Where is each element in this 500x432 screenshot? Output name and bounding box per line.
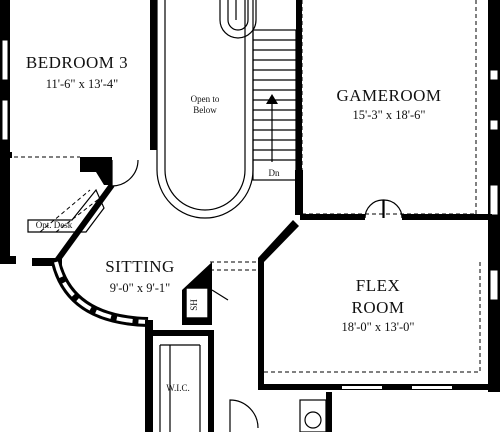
sitting-name: SITTING — [105, 257, 175, 276]
hall-door — [229, 399, 259, 432]
doors — [111, 159, 403, 432]
wic-label: W.I.C. — [166, 383, 189, 393]
closet-door — [211, 289, 229, 301]
gameroom-name: GAMEROOM — [336, 86, 441, 105]
sitting-dims: 9'-0" x 9'-1" — [110, 281, 171, 295]
stair-arrow-icon — [266, 94, 278, 104]
sh-label: SH — [189, 299, 199, 311]
gameroom-door-right — [383, 199, 403, 219]
bedroom3-name: BEDROOM 3 — [26, 53, 128, 72]
open-to-below-label-1: Open to — [191, 94, 220, 104]
open-to-below-rail — [156, 0, 257, 219]
stairs — [252, 29, 297, 181]
dashed-lines — [14, 0, 481, 373]
flex-name-line2: ROOM — [351, 298, 404, 317]
flex-dims: 18'-0" x 13'-0" — [341, 320, 414, 334]
gameroom-dims: 15'-3" x 18'-6" — [352, 108, 425, 122]
opt-desk-label: Opt. Desk — [36, 220, 73, 230]
bedroom3-dims: 11'-6" x 13'-4" — [46, 77, 119, 91]
open-to-below-label-2: Below — [193, 105, 217, 115]
wic-shelves — [159, 344, 201, 432]
flex-name-line1: FLEX — [356, 276, 401, 295]
lower-right-fixtures — [299, 392, 332, 432]
bedroom-door — [111, 159, 139, 187]
opt-desk — [27, 188, 105, 233]
stair-dn-label: Dn — [269, 168, 280, 178]
gameroom-door-left — [364, 199, 384, 219]
